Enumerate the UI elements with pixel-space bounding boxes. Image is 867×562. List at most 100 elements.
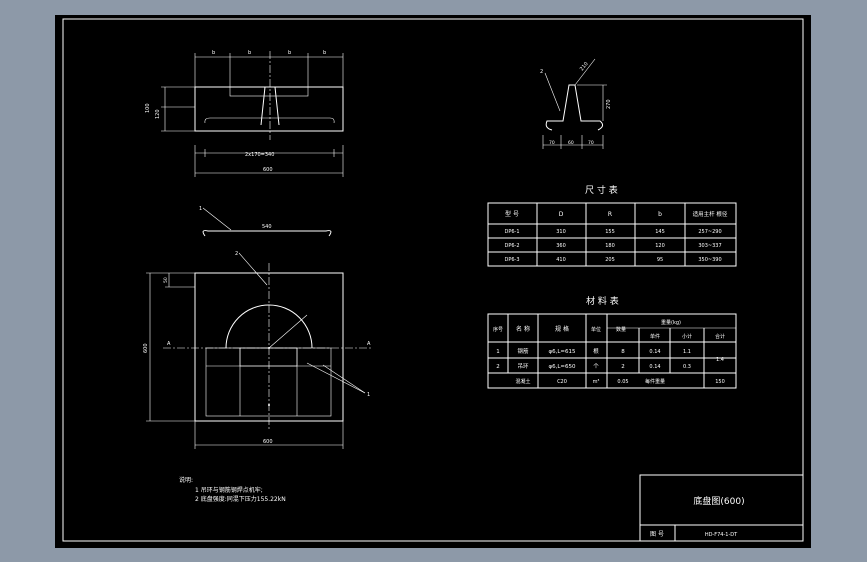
plan-dim-left: 600 (143, 343, 149, 353)
dim-table-cell: 257~290 (698, 229, 721, 235)
mat-table-cell: 2 (621, 364, 625, 370)
mat-table-header-6: 重量(kg) (661, 319, 681, 326)
mat-table-cell: 吊环 (517, 363, 529, 370)
mat-table-cell: m³ (593, 379, 600, 385)
sec-dim-bottom-3: 70 (588, 140, 594, 146)
mat-table-cell: 2 (496, 364, 500, 370)
ring-section-view: 210 2 270 70 60 70 (540, 58, 612, 149)
plan-view: 2 1 A A 600 50 600 (143, 251, 373, 449)
dim-table-header-5: 适用主杆 根径 (693, 210, 728, 218)
plan-section-mark-right: A (367, 341, 371, 347)
dim-table-header-3: R (608, 211, 612, 218)
dim-table-cell: 145 (655, 229, 665, 235)
bar-label-1: 1 (199, 206, 202, 212)
mat-table-cell: 0.14 (649, 349, 660, 355)
elev-dim-bottom: 600 (263, 167, 273, 173)
sec-label-2: 2 (540, 69, 543, 75)
elevation-view: b b b b 100 120 2x170=340 600 (145, 50, 344, 177)
notes-title: 说明: (179, 476, 193, 484)
plan-section-mark-left: A (167, 341, 171, 347)
plan-label-1: 1 (367, 392, 370, 398)
mat-table-cell: 钢筋 (517, 347, 529, 355)
mat-table-cell: 0.05 (617, 379, 628, 385)
mat-table-cell: 0.14 (649, 364, 660, 370)
material-table: 材 料 表 序号 名 称 规 格 单位 数量 重量(kg) 单件 小计 合计 1… (487, 295, 737, 389)
mat-table-cell: 1 (496, 349, 500, 355)
dim-table-header-4: b (658, 211, 662, 218)
cad-drawing: b b b b 100 120 2x170=340 600 210 2 270 (62, 18, 804, 542)
mat-table-header-3: 规 格 (555, 325, 569, 333)
plan-dim-top: 50 (163, 277, 169, 283)
mat-table-cell: 0.3 (683, 364, 691, 370)
mat-table-header-1: 序号 (493, 326, 503, 333)
dim-table-cell: 303~337 (698, 243, 721, 249)
dim-table-cell: 360 (556, 243, 566, 249)
elev-dim-left-2: 120 (155, 109, 161, 119)
mat-table-cell: φ6,L=615 (548, 349, 576, 355)
elev-dim-top-1: b (212, 50, 215, 56)
elevation-rebar (204, 117, 335, 124)
title-block: 底盘图(600) 图 号 HD-F74-1-DT (639, 474, 804, 542)
drawing-no-value: HD-F74-1-DT (705, 532, 738, 538)
plan-dim-bottom: 600 (263, 439, 273, 445)
sec-dim-diameter: 210 (579, 61, 590, 72)
plan-inner-block (239, 347, 298, 367)
bar-detail: 540 1 (199, 206, 332, 237)
elevation-top-bar (229, 86, 309, 97)
dim-table-cell: 95 (657, 257, 663, 263)
mat-table-cell: 个 (593, 363, 599, 370)
dim-table-cell: 410 (556, 257, 566, 263)
plan-label-2: 2 (235, 251, 238, 257)
dim-table-header-1: 型 号 (505, 210, 519, 218)
mat-table-cell: 8 (621, 349, 625, 355)
notes-line-1: 1 吊环与钢筋钢焊点机牢; (195, 486, 263, 494)
sec-dim-bottom-1: 70 (549, 140, 555, 146)
drawing-sheet: b b b b 100 120 2x170=340 600 210 2 270 (55, 15, 811, 548)
sheet-border (62, 18, 804, 542)
elev-dim-left-1: 100 (145, 103, 151, 113)
dimension-table: 尺 寸 表 型 号 D R b 适用主杆 根径 DP6-1 310 155 14… (487, 184, 737, 267)
elev-dim-top-3: b (288, 50, 291, 56)
bar-shape (202, 230, 332, 237)
section-ring (545, 84, 604, 131)
dim-table-cell: 180 (605, 243, 615, 249)
dim-table-cell: DP6-1 (504, 229, 519, 235)
title-block-frame (639, 474, 804, 542)
mat-table-header-2: 名 称 (516, 325, 530, 333)
mat-table-cell: 150 (715, 379, 725, 385)
drawing-no-label: 图 号 (650, 531, 664, 538)
mat-table-cell: C20 (557, 379, 567, 385)
notes-line-2: 2 底盘强度:同混下压力155.22kN (195, 495, 286, 503)
elevation-outline (194, 86, 344, 132)
dim-table-cell: DP6-2 (504, 243, 519, 249)
mat-table-header-5: 数量 (616, 326, 626, 333)
mat-table-title: 材 料 表 (586, 295, 619, 307)
dim-table-cell: 120 (655, 243, 665, 249)
mat-table-subheader-3: 合计 (715, 333, 725, 340)
bar-dim: 540 (262, 224, 272, 230)
dim-table-cell: 205 (605, 257, 615, 263)
elevation-lifting-ring (260, 86, 280, 126)
mat-table-header-4: 单位 (591, 326, 601, 333)
drawing-title: 底盘图(600) (693, 495, 744, 507)
elev-dim-top-2: b (248, 50, 251, 56)
dim-table-cell: 310 (556, 229, 566, 235)
mat-table-subheader-2: 小计 (682, 333, 692, 340)
sec-dim-bottom-2: 60 (568, 140, 574, 146)
mat-table-cell: 根 (593, 347, 599, 355)
mat-table-note: 每件重量 (645, 378, 665, 385)
dim-table-header-2: D (559, 211, 564, 218)
mat-table-cell: 1.1 (683, 349, 691, 355)
dim-table-title: 尺 寸 表 (585, 184, 618, 196)
sec-dim-height: 270 (606, 99, 612, 109)
elev-dim-inner: 2x170=340 (245, 152, 274, 158)
mat-table-cell: φ6,L=650 (548, 364, 576, 370)
mat-table-cell: 混凝土 (515, 378, 530, 385)
dim-table-cell: 350~390 (698, 257, 721, 263)
notes: 说明: 1 吊环与钢筋钢焊点机牢; 2 底盘强度:同混下压力155.22kN (179, 476, 286, 503)
mat-table-total: 1.4 (716, 357, 724, 363)
dim-table-cell: 155 (605, 229, 615, 235)
mat-table-subheader-1: 单件 (650, 333, 660, 340)
elev-dim-top-4: b (323, 50, 326, 56)
dim-table-cell: DP6-3 (504, 257, 519, 263)
